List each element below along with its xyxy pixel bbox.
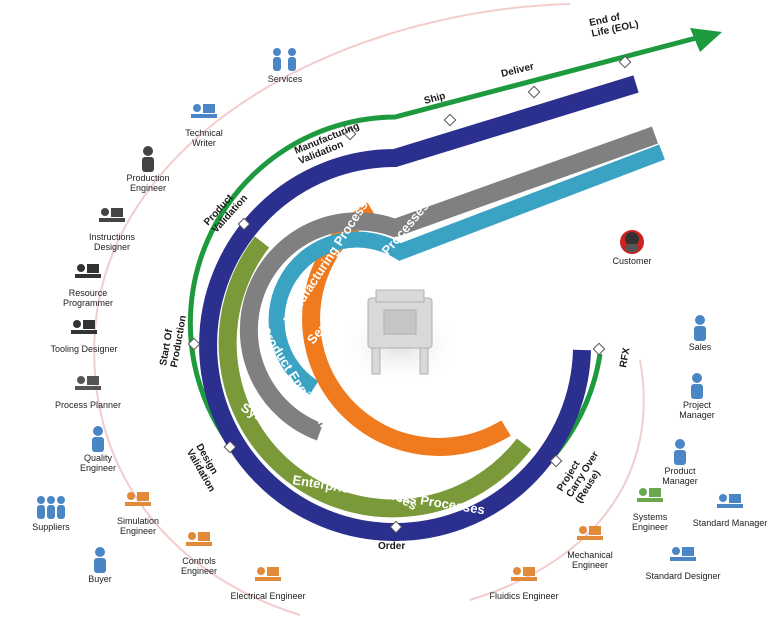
role-quality-engineer-label: Quality Engineer: [79, 453, 117, 473]
computer-user-icon: [670, 547, 696, 561]
role-process-planner: Process Planner: [33, 372, 143, 410]
computer-user-icon: [191, 104, 217, 118]
computer-user-icon: [255, 567, 281, 581]
role-controls-engineer-label: Controls Engineer: [180, 556, 218, 576]
role-suppliers: Suppliers: [0, 494, 106, 532]
person-icon: [674, 439, 686, 465]
role-technical-writer-label: Technical Writer: [185, 128, 223, 148]
computer-user-icon: [186, 532, 212, 546]
machine-icon: [367, 289, 433, 375]
service-band: [268, 144, 665, 395]
milestone-markers: [187, 55, 632, 534]
role-fluidics-engineer-label: Fluidics Engineer: [489, 591, 559, 601]
role-product-manager: Product Manager: [625, 438, 735, 486]
lifecycle-arrowhead: [690, 28, 722, 52]
marker-ship: [443, 113, 457, 127]
role-tooling-designer: Tooling Designer: [29, 316, 139, 354]
role-buyer: Buyer: [45, 546, 155, 584]
outer-curve: [93, 3, 571, 616]
milestone-ship: Ship: [423, 91, 447, 107]
role-sales: Sales: [645, 314, 755, 352]
computer-user-icon: [75, 264, 101, 278]
role-simulation-engineer: Simulation Engineer: [83, 488, 193, 536]
milestone-eol: End ofLife (EOL): [588, 8, 639, 39]
person-icon: [94, 547, 106, 573]
marker-rfx: [592, 342, 606, 356]
role-customer-label: Customer: [612, 256, 652, 266]
group-icon: [273, 48, 296, 71]
role-systems-engineer: Systems Engineer: [595, 484, 705, 532]
role-resource-programmer-label: Resource Programmer: [62, 288, 113, 308]
role-services: Services: [230, 46, 340, 84]
person-icon: [691, 373, 703, 399]
milestone-design-validation: DesignValidation: [184, 442, 227, 494]
computer-user-icon: [637, 488, 663, 502]
role-customer: Customer: [577, 228, 687, 266]
role-instructions-designer-label: Instructions Designer: [88, 232, 136, 252]
person-icon: [694, 315, 706, 341]
manufacturing-band: [239, 126, 659, 441]
systems-band: [218, 236, 532, 518]
milestone-rfx: RFX: [618, 347, 632, 369]
customer-icon: [620, 230, 644, 254]
role-production-engineer: Production Engineer: [93, 145, 203, 193]
role-systems-engineer-label: Systems Engineer: [631, 512, 669, 532]
enterprise-band: [199, 75, 639, 541]
group-icon: [37, 496, 65, 519]
role-standard-manager: Standard Manager: [675, 490, 781, 528]
role-technical-writer: Technical Writer: [149, 100, 259, 148]
marker-deliver: [527, 85, 541, 99]
role-sales-label: Sales: [688, 342, 712, 352]
role-simulation-engineer-label: Simulation Engineer: [116, 516, 160, 536]
role-fluidics-engineer: Fluidics Engineer: [469, 563, 579, 601]
role-product-manager-label: Product Manager: [662, 466, 698, 486]
person-icon: [142, 146, 154, 172]
role-controls-engineer: Controls Engineer: [144, 528, 254, 576]
role-resource-programmer: Resource Programmer: [33, 260, 143, 308]
computer-user-icon: [71, 320, 97, 334]
role-mechanical-engineer-label: Mechanical Engineer: [567, 550, 613, 570]
milestone-order: Order: [378, 541, 405, 552]
role-process-planner-label: Process Planner: [54, 400, 122, 410]
computer-user-icon: [577, 526, 603, 540]
person-icon: [92, 426, 104, 452]
role-quality-engineer: Quality Engineer: [43, 425, 153, 473]
marker-start-of-production: [187, 337, 201, 351]
role-tooling-designer-label: Tooling Designer: [50, 344, 118, 354]
marker-design-validation: [223, 440, 237, 454]
marker-manufacturing-validation: [343, 127, 357, 141]
role-standard-manager-label: Standard Manager: [692, 518, 768, 528]
marker-carry-over: [549, 454, 563, 468]
milestone-deliver: Deliver: [500, 61, 535, 80]
computer-user-icon: [511, 567, 537, 581]
computer-user-icon: [125, 492, 151, 506]
role-electrical-engineer-label: Electrical Engineer: [230, 591, 306, 601]
role-instructions-designer: Instructions Designer: [57, 204, 167, 252]
marker-eol: [618, 55, 632, 69]
role-standard-designer-label: Standard Designer: [645, 571, 721, 581]
role-buyer-label: Buyer: [88, 574, 112, 584]
role-mechanical-engineer: Mechanical Engineer: [535, 522, 645, 570]
role-suppliers-label: Suppliers: [32, 522, 70, 532]
computer-user-icon: [717, 494, 743, 508]
role-project-manager-label: Project Manager: [679, 400, 715, 420]
computer-user-icon: [75, 376, 101, 390]
role-electrical-engineer: Electrical Engineer: [213, 563, 323, 601]
role-services-label: Services: [267, 74, 303, 84]
marker-product-validation: [237, 217, 251, 231]
role-production-engineer-label: Production Engineer: [126, 173, 170, 193]
marker-order: [389, 520, 403, 534]
computer-user-icon: [99, 208, 125, 222]
outer-curve-right: [469, 359, 645, 601]
milestone-start-of-production: Start OfProduction: [158, 313, 189, 369]
role-project-manager: Project Manager: [642, 372, 752, 420]
role-standard-designer: Standard Designer: [628, 543, 738, 581]
